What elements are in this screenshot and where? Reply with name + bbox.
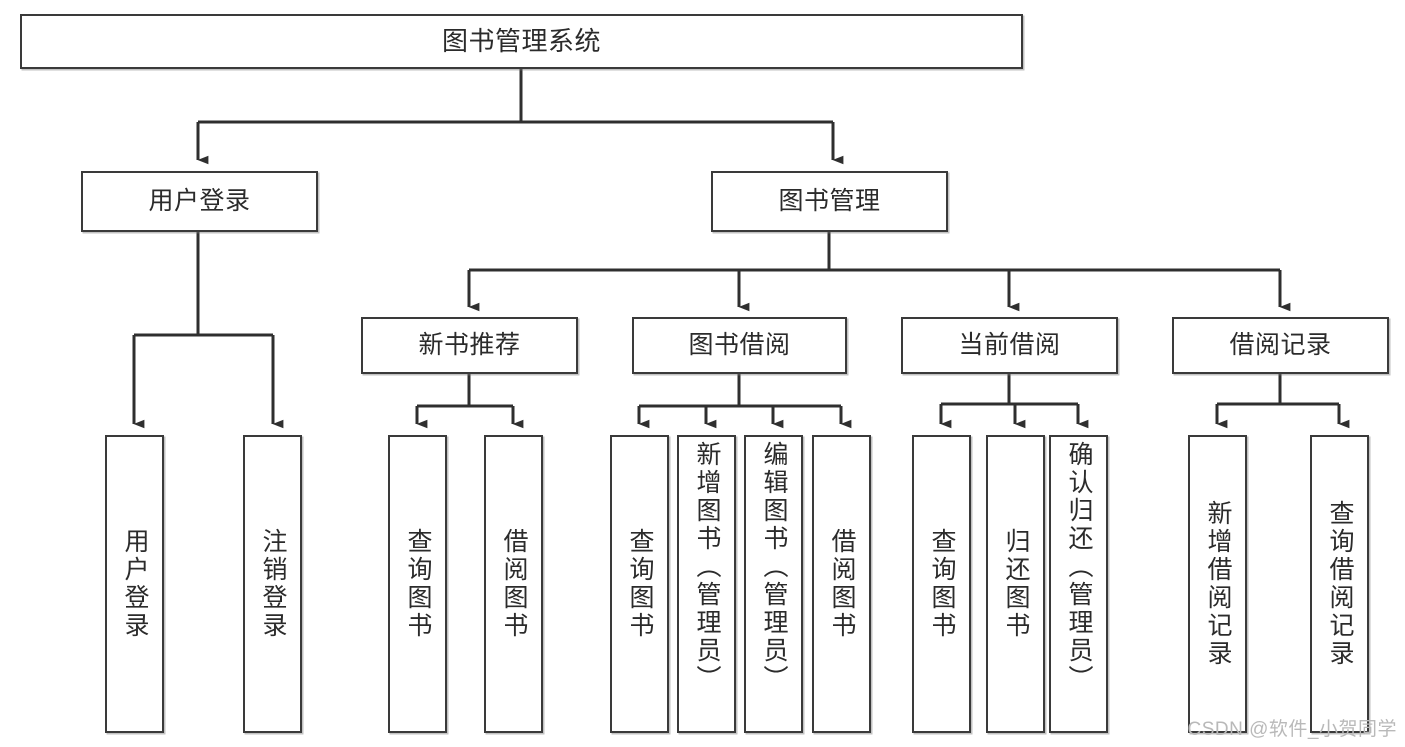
node-label: 借阅图书 (500, 528, 528, 640)
node-leaf-borrow-book-recommend[interactable]: 借阅图书 (484, 435, 543, 733)
node-label: 编辑图书（管理员） (760, 441, 788, 693)
node-leaf-borrow-book[interactable]: 借阅图书 (812, 435, 871, 733)
node-leaf-logout-login[interactable]: 注销登录 (243, 435, 302, 733)
node-leaf-query-borrow-record[interactable]: 查询借阅记录 (1310, 435, 1369, 733)
node-label: 查询图书 (404, 528, 432, 640)
node-label: 新增图书（管理员） (693, 441, 721, 693)
node-leaf-query-book-current[interactable]: 查询图书 (912, 435, 971, 733)
node-book-borrow[interactable]: 图书借阅 (632, 317, 847, 374)
node-label: 用户登录 (121, 528, 149, 640)
node-label: 查询借阅记录 (1326, 500, 1354, 668)
edge-group-book-borrow (637, 374, 852, 429)
node-label: 确认归还（管理员） (1065, 441, 1093, 693)
node-label: 注销登录 (259, 528, 287, 640)
node-leaf-query-book-borrow[interactable]: 查询图书 (610, 435, 669, 733)
node-leaf-confirm-return-admin[interactable]: 确认归还（管理员） (1049, 435, 1108, 733)
node-leaf-user-login[interactable]: 用户登录 (105, 435, 164, 733)
node-label: 当前借阅 (958, 330, 1061, 359)
edge-group-user-login (132, 232, 284, 429)
node-label: 查询图书 (928, 528, 956, 640)
node-label: 图书管理 (778, 186, 881, 215)
edge-group-current-borrow (939, 374, 1089, 429)
node-root-system[interactable]: 图书管理系统 (20, 14, 1023, 69)
node-leaf-add-book-admin[interactable]: 新增图书（管理员） (677, 435, 736, 733)
node-label: 归还图书 (1002, 528, 1030, 640)
watermark-text: CSDN @软件_小贺同学 (1187, 719, 1397, 740)
node-label: 借阅图书 (828, 528, 856, 640)
edge-group-new-book-recommend (415, 374, 524, 429)
node-book-management[interactable]: 图书管理 (711, 171, 948, 232)
edge-group-borrow-record (1215, 374, 1350, 429)
node-label: 新书推荐 (418, 330, 521, 359)
node-label: 用户登录 (148, 186, 251, 215)
node-new-book-recommend[interactable]: 新书推荐 (361, 317, 578, 374)
node-label: 查询图书 (626, 528, 654, 640)
node-label: 图书管理系统 (441, 26, 601, 57)
node-label: 新增借阅记录 (1204, 500, 1232, 668)
node-leaf-return-book[interactable]: 归还图书 (986, 435, 1045, 733)
node-leaf-query-book-recommend[interactable]: 查询图书 (388, 435, 447, 733)
node-current-borrow[interactable]: 当前借阅 (901, 317, 1118, 374)
node-borrow-record[interactable]: 借阅记录 (1172, 317, 1389, 374)
node-user-login[interactable]: 用户登录 (81, 171, 318, 232)
edge-group-root (196, 69, 844, 165)
node-label: 图书借阅 (688, 330, 791, 359)
edge-group-book-management (467, 232, 1291, 312)
node-leaf-add-borrow-record[interactable]: 新增借阅记录 (1188, 435, 1247, 733)
node-leaf-edit-book-admin[interactable]: 编辑图书（管理员） (744, 435, 803, 733)
node-label: 借阅记录 (1229, 330, 1332, 359)
